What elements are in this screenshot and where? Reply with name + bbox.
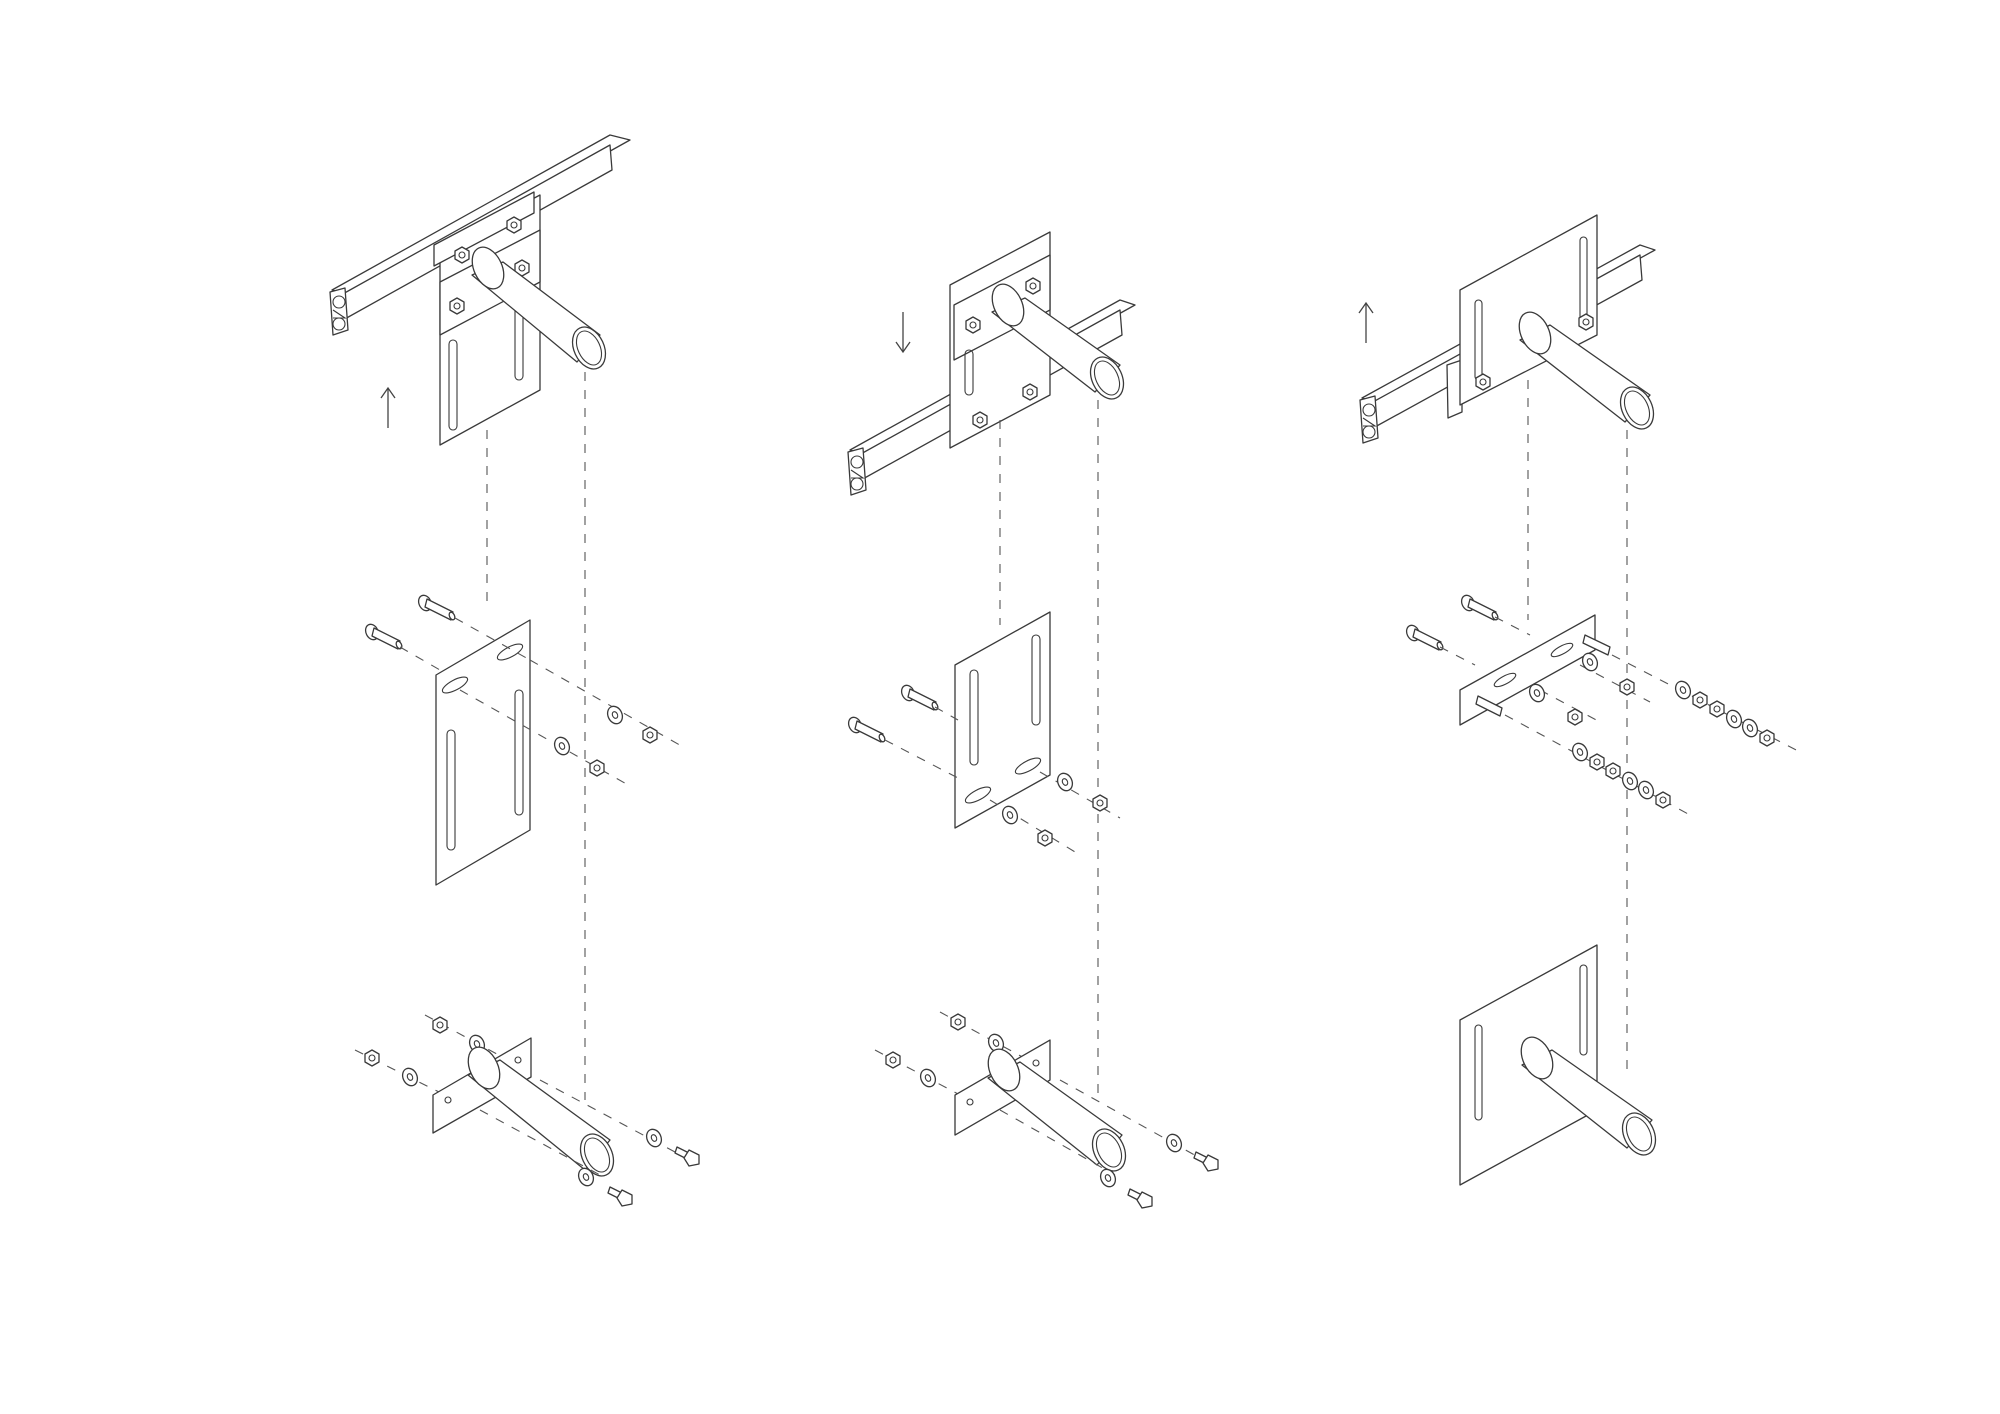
clamp-bar-3: [1403, 592, 1801, 816]
washer-nut-stack-upper: [1672, 678, 1775, 747]
up-arrow-icon: [1358, 301, 1374, 343]
slotted-plate-1: [362, 592, 686, 886]
base-plate-1: [354, 1014, 700, 1207]
tube-3: [1518, 311, 1655, 430]
assembly-2: [845, 231, 1219, 1209]
up-arrow-icon: [380, 386, 396, 428]
base-plate-3: [1459, 944, 1657, 1186]
down-arrow-icon: [895, 312, 911, 354]
base-plate-2: [874, 1011, 1219, 1209]
tube-1: [471, 246, 607, 370]
slotted-plate-2: [845, 611, 1121, 856]
assembly-3: [1358, 214, 1801, 1186]
washer-nut-stack-lower: [1569, 740, 1671, 809]
mounting-plate-3: [1446, 214, 1598, 419]
assembly-1: [329, 134, 700, 1207]
mounting-plate-1: [433, 191, 541, 446]
tube-2: [991, 283, 1125, 400]
